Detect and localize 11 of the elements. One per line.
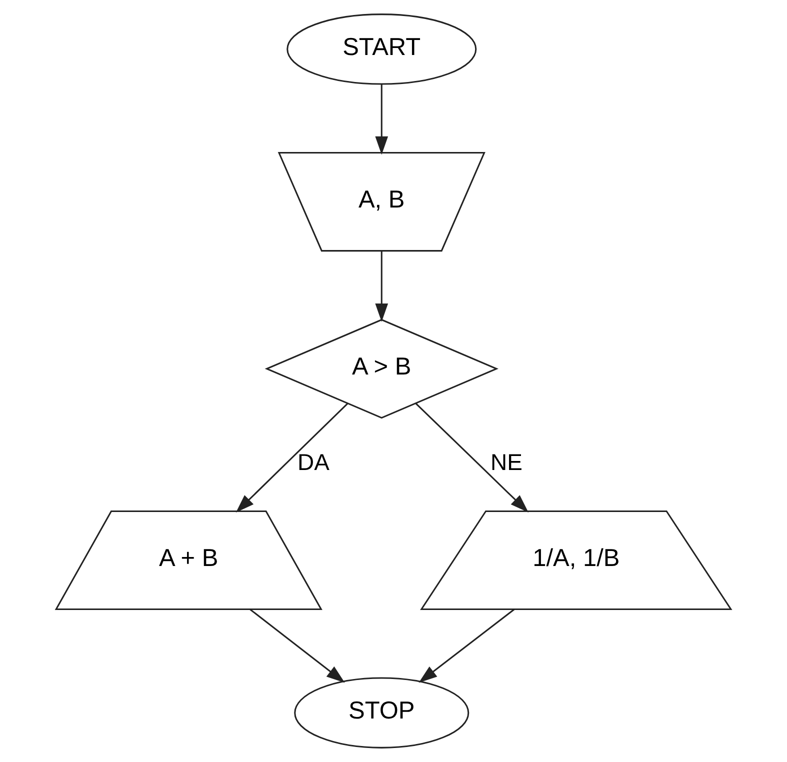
- edge-label: DA: [298, 448, 330, 475]
- node-ellipse: START: [286, 14, 477, 85]
- edge-label: NE: [490, 448, 522, 475]
- node-ellipse: STOP: [294, 677, 470, 748]
- arrow: [375, 251, 388, 322]
- node-diamond: A > B: [264, 318, 498, 419]
- arrow: [250, 608, 345, 683]
- arrow: [415, 402, 528, 513]
- arrow: [375, 84, 388, 155]
- arrow: [236, 402, 348, 513]
- arrow: [418, 608, 515, 683]
